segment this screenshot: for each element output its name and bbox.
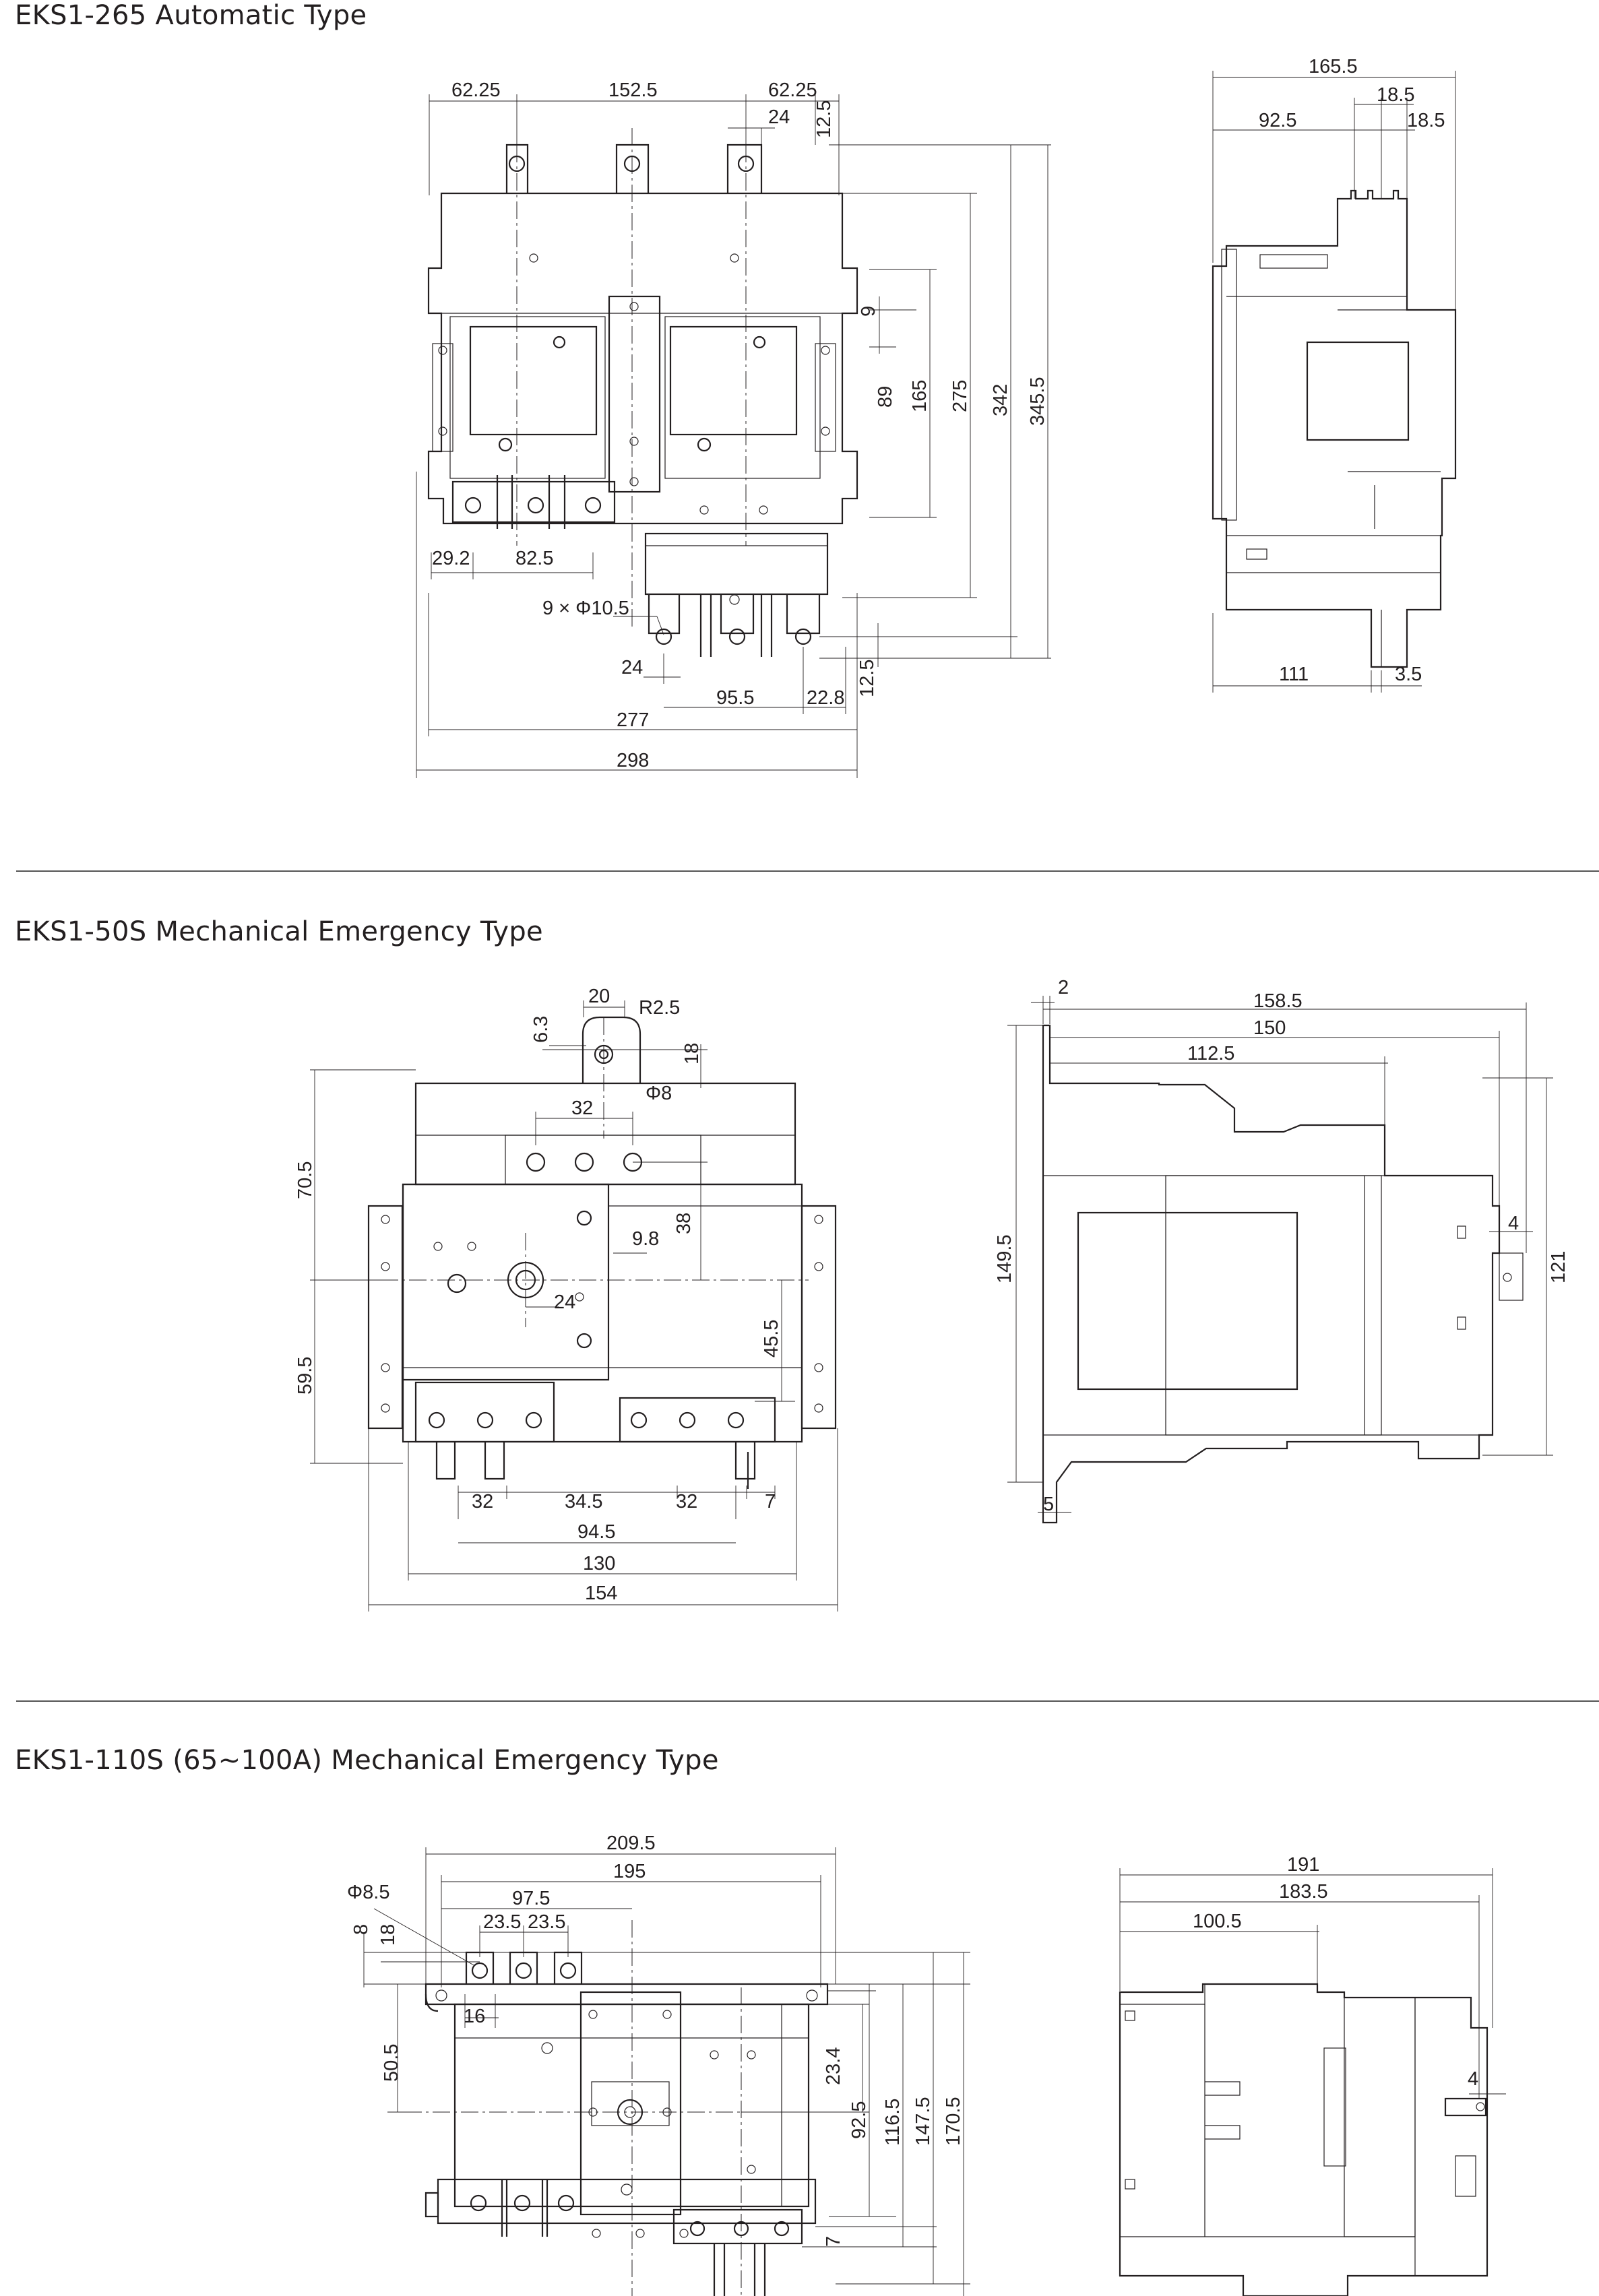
dim-24-bottom: 24 xyxy=(621,657,643,678)
dim-6-3: 6.3 xyxy=(530,1016,552,1043)
dim-23-5-b: 23.5 xyxy=(528,1911,565,1933)
dim-116-5: 116.5 xyxy=(882,2099,904,2146)
eks1-110s-front-dimension-lines xyxy=(363,1847,970,2296)
dim-94-5: 94.5 xyxy=(577,1521,615,1543)
dim-95-5: 95.5 xyxy=(716,687,754,709)
dim-92-5: 92.5 xyxy=(848,2101,870,2139)
dim-97-5: 97.5 xyxy=(512,1888,550,1909)
eks1-50s-side-view xyxy=(1042,1024,1524,1524)
dim-59-5: 59.5 xyxy=(294,1357,316,1395)
dim-23-5-a: 23.5 xyxy=(483,1911,521,1933)
section-title-eks1-50s: EKS1-50S Mechanical Emergency Type xyxy=(15,916,543,947)
section-title-eks1-110s: EKS1-110S (65~100A) Mechanical Emergency… xyxy=(15,1745,719,1776)
dim-70-5: 70.5 xyxy=(294,1161,316,1199)
dim-165-5-side: 165.5 xyxy=(1309,56,1358,77)
dim-20: 20 xyxy=(588,986,610,1007)
dim-22-8: 22.8 xyxy=(807,687,844,709)
dim-62-25-right: 62.25 xyxy=(768,79,817,101)
dim-112-5: 112.5 xyxy=(1187,1043,1234,1064)
dim-18: 18 xyxy=(377,1924,399,1946)
eks1-265-front-view xyxy=(427,128,858,657)
eks1-265-side-dimension-values: EKS1-50S Mechanical Emergency Type 165.5… xyxy=(1259,56,1445,685)
dim-24-top: 24 xyxy=(768,106,790,128)
dim-130: 130 xyxy=(583,1553,615,1574)
dim-111: 111 xyxy=(1279,664,1309,685)
dim-158-5: 158.5 xyxy=(1253,990,1303,1012)
dim-277: 277 xyxy=(617,709,649,731)
dim-152-5: 152.5 xyxy=(608,79,658,101)
dim-89: 89 xyxy=(875,386,896,408)
dim-32-top: 32 xyxy=(571,1097,593,1119)
dim-165: 165 xyxy=(909,380,931,412)
dim-92-5: 92.5 xyxy=(1259,110,1296,131)
dim-45-5: 45.5 xyxy=(761,1320,782,1358)
eks1-50s-side-dimension-lines xyxy=(1007,996,1553,1519)
dim-7: 7 xyxy=(823,2236,844,2247)
dim-195: 195 xyxy=(613,1861,646,1882)
dim-9-8: 9.8 xyxy=(632,1228,659,1250)
dim-50-5: 50.5 xyxy=(381,2044,402,2082)
dim-121: 121 xyxy=(1548,1251,1569,1283)
dim-2: 2 xyxy=(1058,977,1069,998)
eks1-265-side-view xyxy=(1212,189,1457,668)
eks1-50s-side-dimension-values: 2 158.5 150 112.5 149.5 4 121 5 xyxy=(994,977,1569,1515)
dim-191: 191 xyxy=(1287,1854,1319,1876)
section-divider xyxy=(16,1700,1599,1702)
dim-149-5: 149.5 xyxy=(994,1234,1015,1283)
dim-12-5-bottom: 12.5 xyxy=(856,660,878,697)
section-divider xyxy=(16,870,1599,872)
eks1-110s-front-view xyxy=(404,1920,836,2296)
dim-342: 342 xyxy=(990,384,1011,416)
eks1-110s-front-dimension-values: 209.5 195 97.5 23.5 23.5 Φ8.5 8 18 16 50… xyxy=(347,1832,964,2247)
eks1-265-front-dimension-values: 62.25 152.5 62.25 24 12.5 9 89 165 275 3… xyxy=(432,79,1048,771)
dim-4: 4 xyxy=(1508,1213,1519,1234)
dim-24: 24 xyxy=(554,1292,575,1313)
dim-12-5-top: 12.5 xyxy=(813,100,835,138)
dim-170-5: 170.5 xyxy=(943,2097,964,2146)
dim-3-5: 3.5 xyxy=(1395,664,1422,685)
dim-82-5: 82.5 xyxy=(515,548,553,569)
dim-147-5: 147.5 xyxy=(912,2097,934,2146)
dim-34-5: 34.5 xyxy=(565,1491,602,1512)
section-title-eks1-265: EKS1-265 Automatic Type xyxy=(15,0,367,31)
dim-38: 38 xyxy=(673,1213,695,1234)
dim-150: 150 xyxy=(1253,1017,1286,1039)
hole-note-9xd10-5: 9 × Φ10.5 xyxy=(542,598,629,619)
dim-32-right: 32 xyxy=(676,1491,697,1512)
dim-23-4: 23.4 xyxy=(823,2047,844,2085)
dim-9: 9 xyxy=(858,306,879,317)
dim-32-left: 32 xyxy=(472,1491,493,1512)
eks1-265-side-dimension-lines xyxy=(1212,71,1456,693)
dim-100-5: 100.5 xyxy=(1193,1911,1242,1932)
dim-8: 8 xyxy=(350,1924,372,1935)
eks1-110s-side-dimension-lines xyxy=(1119,1868,1506,2099)
dim-d8: Φ8 xyxy=(646,1083,672,1104)
dim-7: 7 xyxy=(765,1491,776,1512)
dim-4-side: 4 xyxy=(1468,2068,1478,2090)
dim-r2-5: R2.5 xyxy=(639,997,680,1019)
dim-209-5: 209.5 xyxy=(606,1832,656,1854)
dim-29-2: 29.2 xyxy=(432,548,470,569)
hole-note-d8-5: Φ8.5 xyxy=(347,1882,389,1903)
dim-154: 154 xyxy=(585,1583,617,1604)
eks1-50s-front-view xyxy=(367,1016,837,1489)
eks1-265-front-dimension-lines xyxy=(416,94,1051,778)
eks1-110s-side-dimension-values: 191 183.5 100.5 4 xyxy=(1193,1854,1478,2090)
dim-345-5: 345.5 xyxy=(1027,377,1048,426)
dim-62-25-left: 62.25 xyxy=(451,79,501,101)
dim-275: 275 xyxy=(949,380,971,412)
dim-183-5: 183.5 xyxy=(1279,1881,1328,1903)
eks1-50s-front-dimension-values: 20 R2.5 6.3 18 32 Φ8 70.5 59.5 38 9.8 24… xyxy=(294,986,782,1604)
dim-298: 298 xyxy=(617,750,649,771)
eks1-110s-side-view xyxy=(1119,1983,1488,2296)
eks1-50s-front-dimension-lines xyxy=(310,1000,838,1612)
dim-18: 18 xyxy=(681,1043,703,1064)
dim-5: 5 xyxy=(1043,1494,1054,1515)
dim-18-5-upper: 18.5 xyxy=(1377,84,1414,106)
dim-18-5-lower: 18.5 xyxy=(1407,110,1445,131)
dim-16: 16 xyxy=(464,2006,485,2027)
